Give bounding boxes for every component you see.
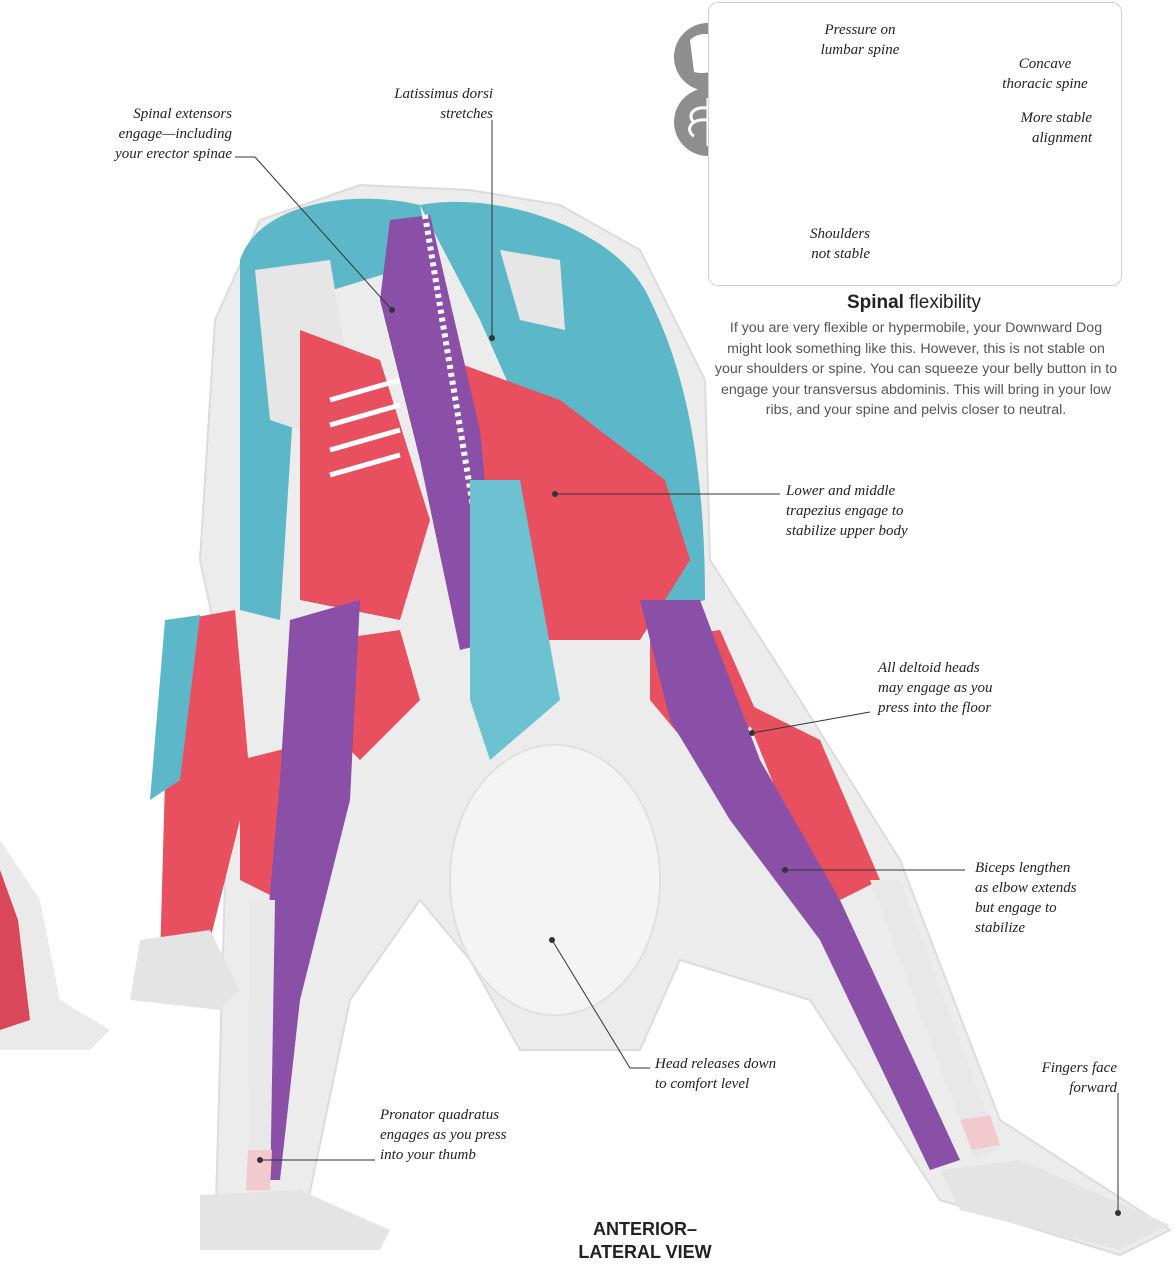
callout-more-stable: More stable alignment — [975, 108, 1092, 148]
spinal-flexibility-title: Spinal flexibility — [708, 292, 1120, 314]
callout-biceps: Biceps lengthen as elbow extends but eng… — [975, 858, 1115, 938]
callout-pronator: Pronator quadratus engages as you press … — [380, 1105, 550, 1165]
callout-spinal-extensors: Spinal extensors engage—including your e… — [60, 104, 232, 164]
callout-concave-thoracic: Concave thoracic spine — [985, 54, 1105, 94]
callout-head: Head releases down to comfort level — [655, 1054, 815, 1094]
callout-shoulders-not-stable: Shoulders not stable — [760, 224, 870, 264]
callout-latissimus: Latissimus dorsi stretches — [340, 84, 493, 124]
spinal-title-bold: Spinal — [847, 292, 904, 313]
left-hand-near — [200, 1190, 390, 1250]
callout-trapezius: Lower and middle trapezius engage to sta… — [786, 481, 956, 541]
callout-fingers: Fingers face forward — [1010, 1058, 1117, 1098]
callout-pressure-lumbar: Pressure on lumbar spine — [790, 20, 930, 60]
view-label: ANTERIOR– LATERAL VIEW — [540, 1218, 750, 1264]
head — [450, 745, 660, 1015]
spinal-flexibility-body: If you are very flexible or hypermobile,… — [712, 318, 1120, 421]
left-wrist-band — [246, 1150, 272, 1190]
callout-deltoid: All deltoid heads may engage as you pres… — [878, 658, 1038, 718]
spinal-title-rest: flexibility — [904, 292, 981, 313]
